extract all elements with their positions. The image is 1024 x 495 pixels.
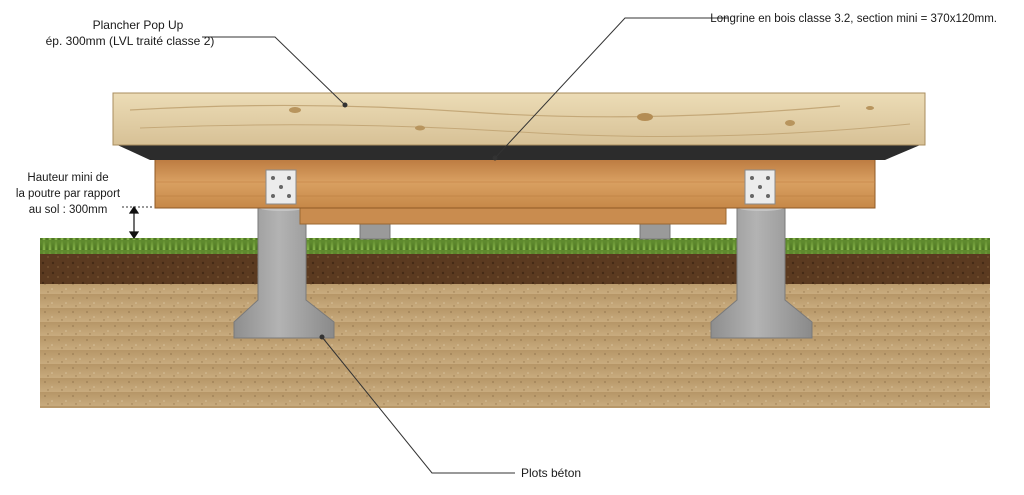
- metal-bracket-right: [744, 169, 776, 205]
- leader-plots: [321, 336, 515, 474]
- back-beam: [299, 205, 727, 225]
- topsoil-layer: [40, 252, 990, 284]
- height-dimension-arrow: [128, 205, 140, 240]
- label-plancher-line1: Plancher Pop Up: [93, 18, 184, 32]
- floor-plank-plancher: [112, 92, 926, 146]
- label-hauteur-line1: Hauteur mini de: [27, 172, 108, 184]
- soil-layer: [40, 283, 990, 408]
- label-hauteur-line2: la poutre par rapport: [16, 188, 121, 200]
- leader-plancher: [202, 36, 346, 106]
- label-longrine: Longrine en bois classe 3.2, section min…: [710, 13, 997, 25]
- floor-underside: [113, 143, 925, 160]
- metal-bracket-left: [265, 169, 297, 205]
- leader-lines: [122, 17, 728, 474]
- label-hauteur-line3: au sol : 300mm: [29, 204, 108, 216]
- grass-layer: [40, 238, 990, 254]
- label-plots: Plots béton: [521, 466, 581, 480]
- ground: [40, 238, 990, 408]
- leader-longrine: [494, 17, 728, 159]
- label-plancher-line2: ép. 300mm (LVL traité classe 2): [46, 34, 215, 48]
